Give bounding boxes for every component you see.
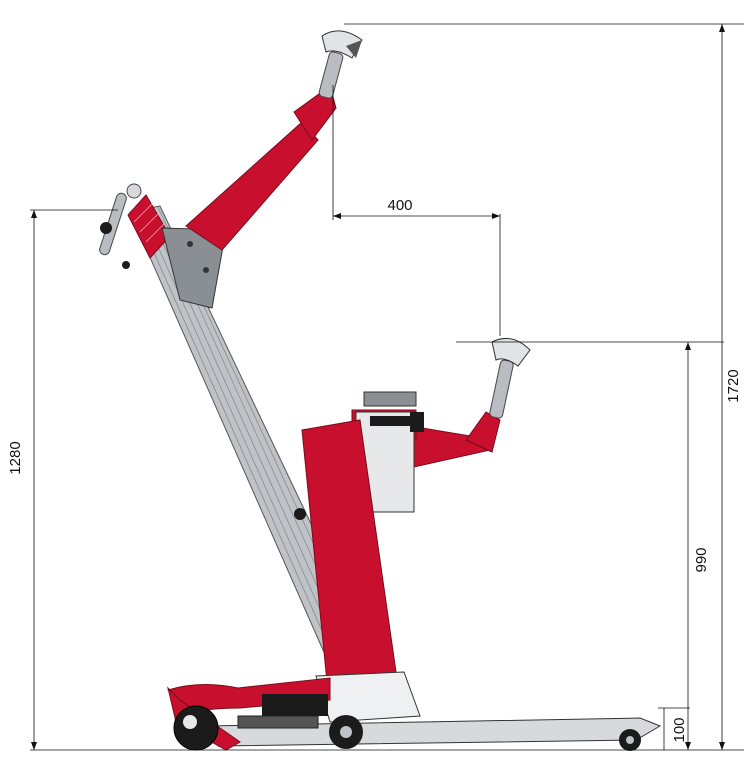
dim-mast-height: 1280 <box>7 441 24 474</box>
mast-handle <box>99 183 142 269</box>
stand-aid-lift-device <box>99 30 662 751</box>
lower-mount-plate <box>315 671 421 723</box>
dimension-lines <box>30 23 744 751</box>
dim-lower-arm-height: 990 <box>693 547 710 572</box>
upper-arm-raised <box>185 30 363 251</box>
dim-top-offset: 400 <box>387 197 412 214</box>
dim-base-height: 100 <box>671 717 688 742</box>
wheels <box>173 705 641 751</box>
dim-lower-handle-height: 1720 <box>725 369 742 402</box>
